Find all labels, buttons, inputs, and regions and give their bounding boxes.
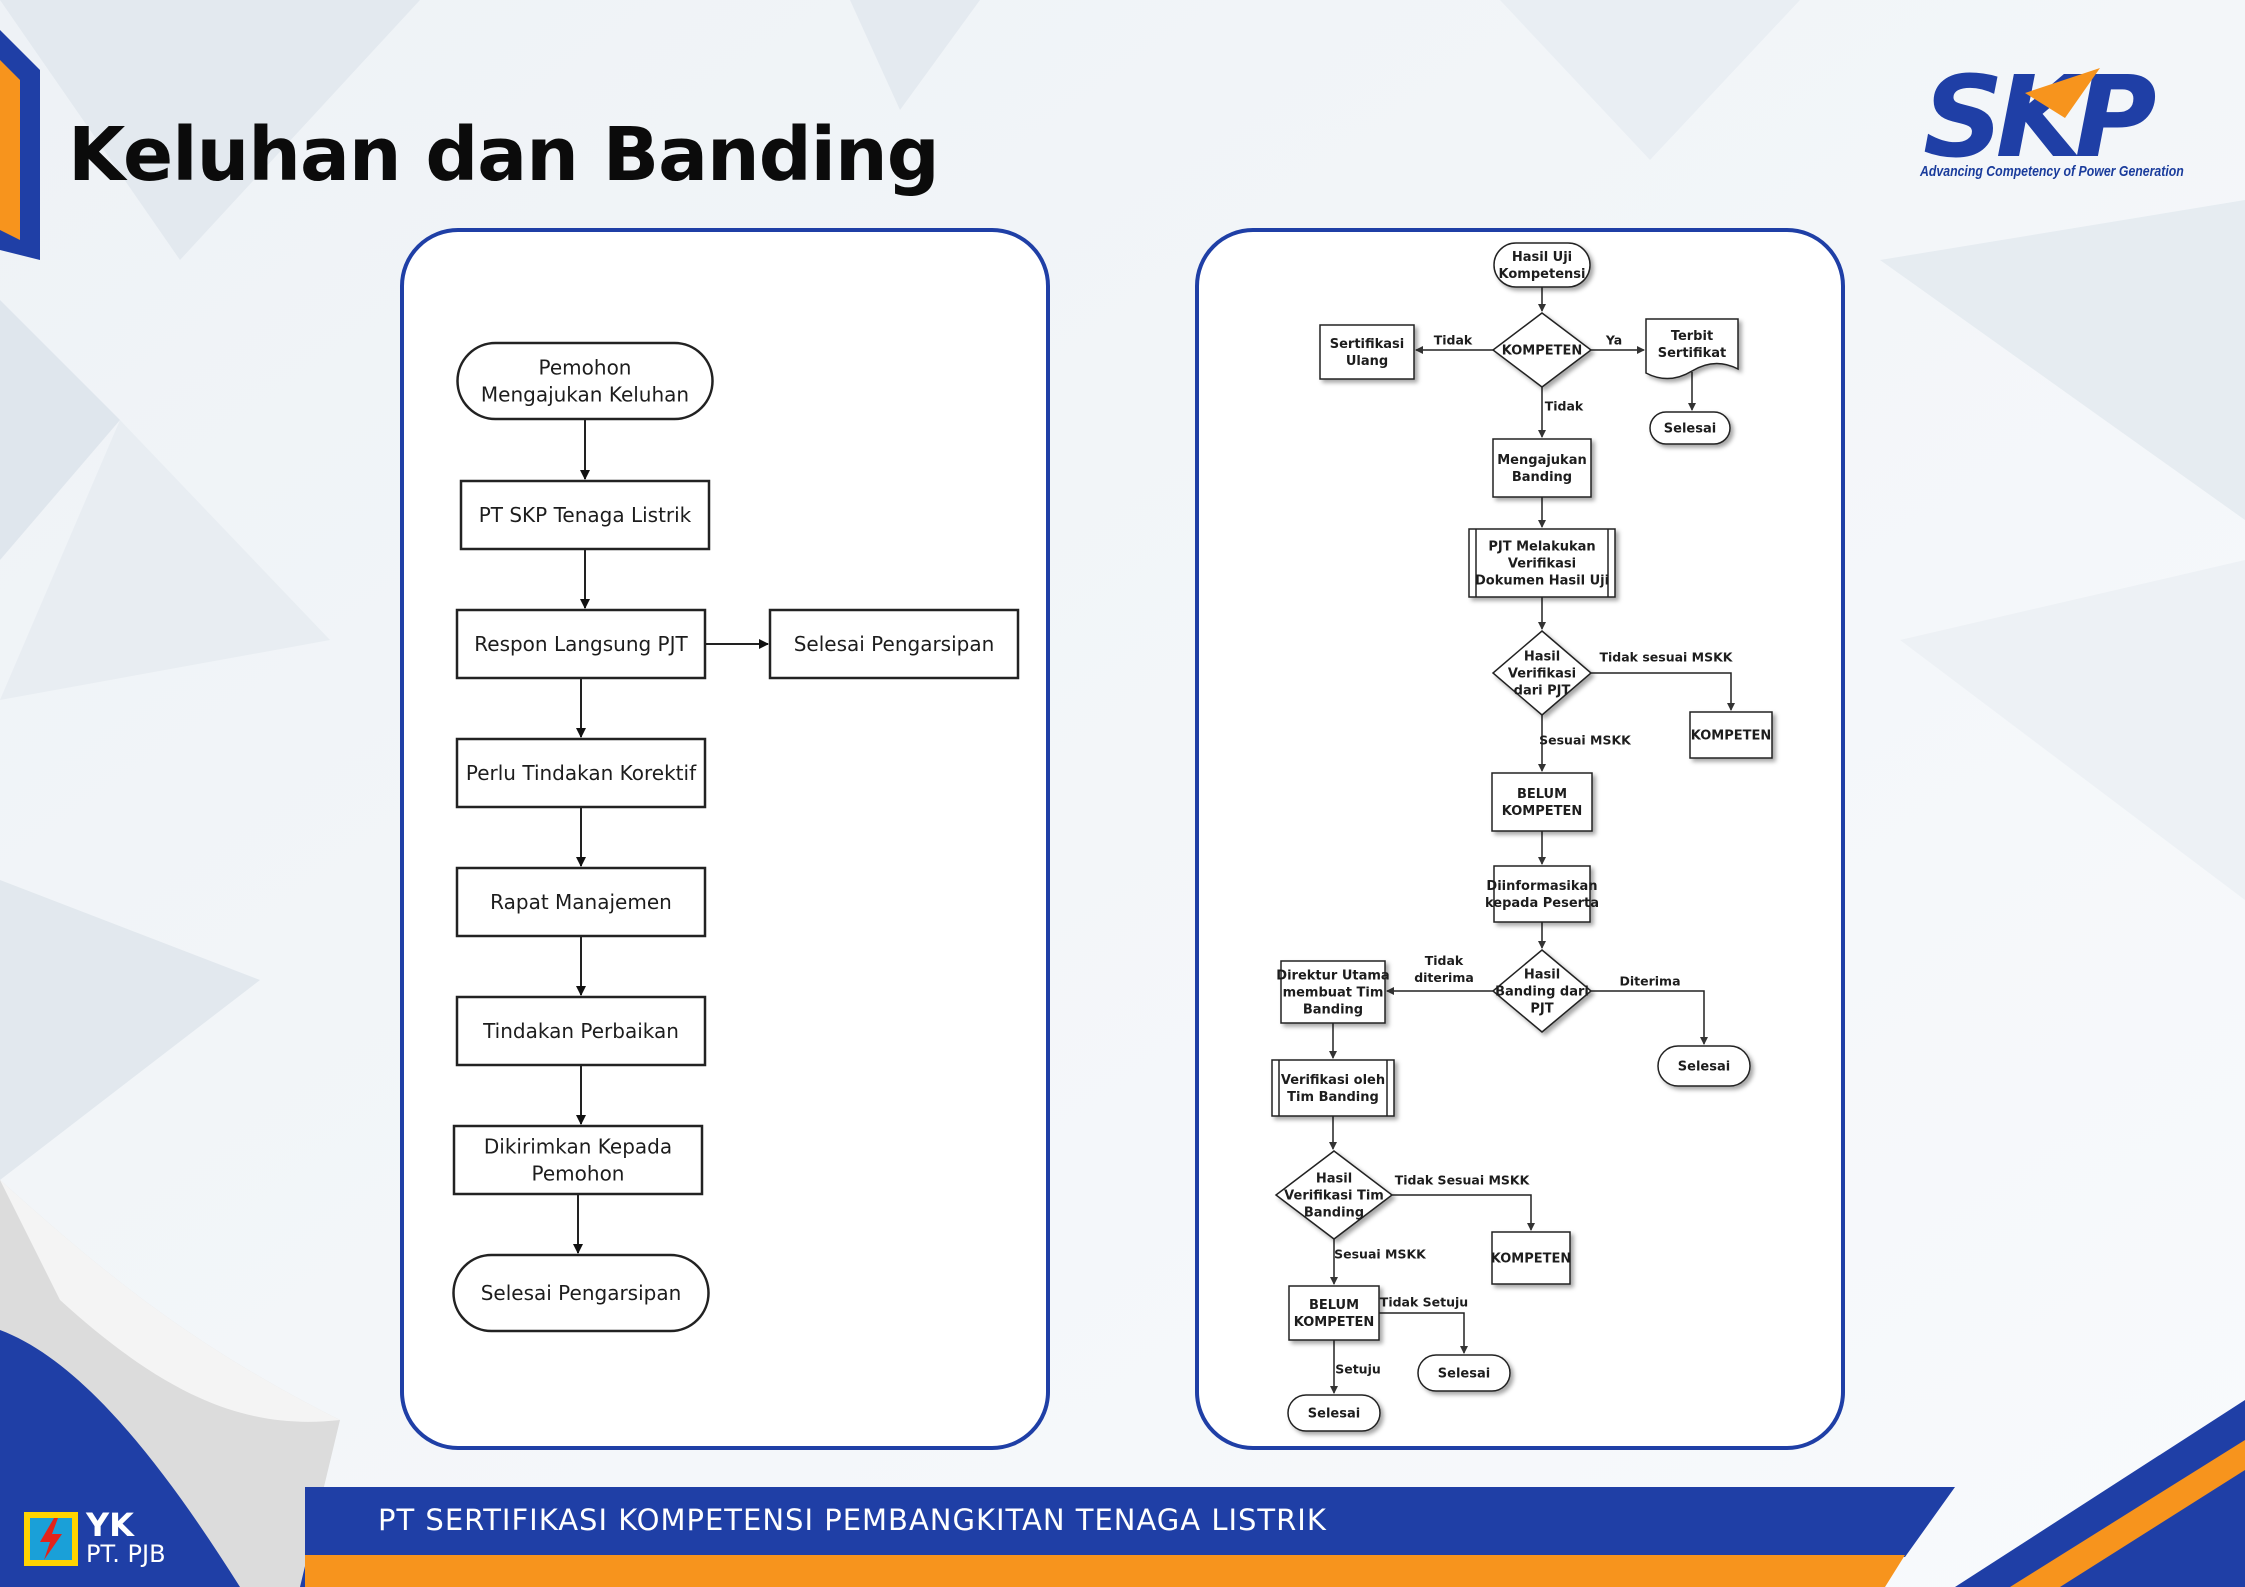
edge-label: Diterima [1619,973,1680,988]
flow-node-l7: Tindakan Perbaikan [455,995,707,1067]
right-flowchart-panel [1195,228,1845,1450]
flow-node-label: PT SKP Tenaga Listrik [479,503,692,527]
pln-icon [24,1512,78,1566]
flow-node-r5: Selesai [1649,411,1731,445]
flow-node-l9: Selesai Pengarsipan [452,1253,710,1333]
flow-node-l5: Perlu Tindakan Korektif [455,737,707,809]
flow-node-label: Selesai Pengarsipan [794,632,995,656]
right-flow-arrow [1591,672,1735,711]
flow-node-label: Tindakan Perbaikan [482,1019,679,1043]
flow-node-label: Perlu Tindakan Korektif [466,761,697,785]
flow-node-label: Selesai [1664,422,1716,437]
left-flowchart-panel [400,228,1050,1450]
edge-label: Tidak Setuju [1380,1294,1468,1309]
flow-node-label: KOMPETEN [1691,729,1772,744]
page-title: Keluhan dan Banding [68,112,940,198]
right-flow-arrow [1392,1194,1535,1231]
edge-label: Tidak [1545,398,1584,413]
edge-label: Tidak Sesuai MSKK [1395,1172,1531,1187]
flow-node-l4: Selesai Pengarsipan [768,608,1020,680]
flow-node-label: KOMPETEN [1502,344,1583,359]
svg-text:SKP: SKP [1923,53,2155,183]
flow-node-l3: Respon Langsung PJT [455,608,707,680]
flow-node-l6: Rapat Manajemen [455,866,707,938]
edge-label: Tidak [1434,332,1473,347]
flow-node-label: Rapat Manajemen [490,890,672,914]
flow-node-label: Selesai [1678,1060,1730,1075]
flow-node-r19: Selesai [1417,1354,1511,1392]
edge-label: Sesuai MSKK [1539,732,1632,747]
flow-node-label: KOMPETEN [1491,1252,1572,1267]
flow-node-r14: Selesai [1657,1045,1751,1087]
right-flow-arrow [1591,990,1708,1045]
flow-node-label: Selesai [1308,1407,1360,1422]
flow-node-r9: KOMPETEN [1689,711,1773,759]
edge-label: Ya [1605,332,1622,347]
flow-node-label: Respon Langsung PJT [474,632,688,656]
edge-label: Tidak sesuai MSKK [1599,649,1733,664]
flow-node-label: Selesai Pengarsipan [481,1281,682,1305]
flow-node-r2: KOMPETEN [1491,312,1593,388]
yk-title: YK [86,1506,134,1544]
footer-company-name: PT SERTIFIKASI KOMPETENSI PEMBANGKITAN T… [378,1503,1327,1537]
skp-logo: SKP [1923,53,2163,183]
logo-tagline: Advancing Competency of Power Generation [1920,163,2184,180]
edge-label: Setuju [1335,1361,1381,1376]
flow-node-r20: Selesai [1287,1394,1381,1432]
yk-pjb-logo: YK PT. PJB [24,1506,194,1570]
right-flow-arrow [1379,1312,1468,1354]
edge-label: Sesuai MSKK [1334,1246,1427,1261]
flow-node-r17: KOMPETEN [1491,1231,1572,1285]
flow-node-label: Selesai [1438,1367,1490,1382]
yk-subtitle: PT. PJB [86,1540,166,1568]
flow-node-l2: PT SKP Tenaga Listrik [459,479,711,551]
